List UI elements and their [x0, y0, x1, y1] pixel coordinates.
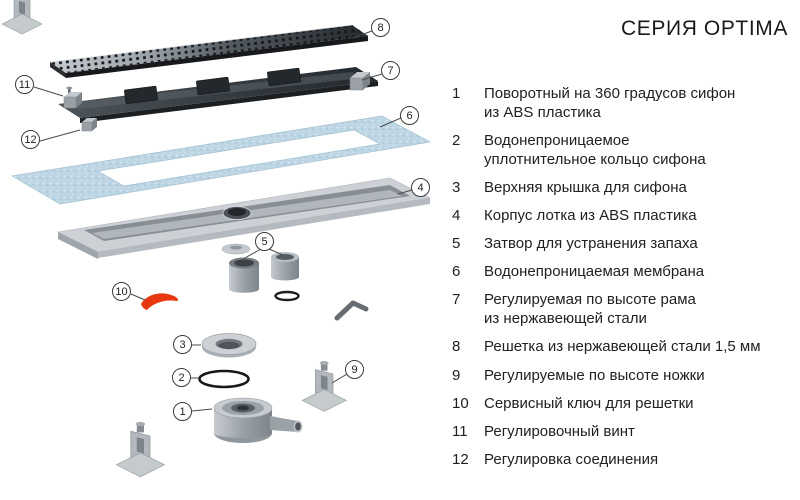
part-row: 9 Регулируемые по высоте ножки: [452, 366, 788, 385]
callout-10: 10: [112, 282, 131, 301]
siphon-cover-illustration: [201, 333, 257, 358]
part-label: Корпус лотка из ABS пластика: [484, 207, 697, 225]
callout-6: 6: [400, 106, 419, 125]
part-row: 3 Верхняя крышка для сифона: [452, 178, 788, 197]
callout-11: 11: [15, 75, 34, 94]
callout-4: 4: [411, 178, 430, 197]
part-row: 11 Регулировочный винт: [452, 422, 788, 441]
part-row: 7 Регулируемая по высоте рама из нержаве…: [452, 290, 788, 328]
sealing-ring-illustration: [198, 369, 250, 389]
part-label: Сервисный ключ для решетки: [484, 394, 694, 412]
part-number: 6: [452, 263, 461, 281]
hex-key-illustration: [334, 300, 369, 321]
callout-8: 8: [371, 18, 390, 37]
frame-illustration: [58, 67, 378, 132]
part-label: Поворотный на 360 градусов сифон из ABS …: [484, 85, 736, 122]
part-number: 12: [452, 450, 469, 468]
part-number: 1: [452, 85, 461, 102]
part-row: 4 Корпус лотка из ABS пластика: [452, 206, 788, 225]
part-label: Регулировка соединения: [484, 450, 659, 468]
part-number: 3: [452, 179, 461, 197]
callout-3: 3: [173, 335, 192, 354]
part-number: 5: [452, 235, 461, 253]
exploded-diagram: 8 7 11 12 6 4 5 10 3 2 9 1: [1, 0, 432, 478]
part-label: Водонепроницаемое уплотнительное кольцо …: [484, 132, 706, 169]
connection-adjuster-illustration: [81, 118, 97, 132]
membrane-illustration: [10, 115, 432, 205]
part-label: Водонепроницаемая мембрана: [484, 263, 705, 281]
adjusting-screw-illustration: [63, 86, 82, 109]
parts-panel: СЕРИЯ OPTIMA 1 Поворотный на 360 градусо…: [452, 16, 788, 478]
callout-2: 2: [172, 368, 191, 387]
callout-leader-lines: [33, 30, 413, 412]
exploded-view-svg: [1, 0, 432, 478]
part-row: 5 Затвор для устранения запаха: [452, 234, 788, 253]
part-label: Регулируемая по высоте рама из нержавеющ…: [484, 291, 696, 328]
odor-trap-illustration: [221, 243, 300, 302]
part-row: 10 Сервисный ключ для решетки: [452, 394, 788, 413]
callout-7: 7: [381, 61, 400, 80]
part-number: 11: [452, 422, 468, 440]
part-label: Решетка из нержавеющей стали 1,5 мм: [484, 338, 761, 356]
part-number: 9: [452, 366, 461, 384]
channel-body-illustration: [57, 177, 431, 259]
part-label: Верхняя крышка для сифона: [484, 179, 687, 197]
parts-list: 1 Поворотный на 360 градусов сифон из AB…: [452, 84, 788, 469]
grate-illustration: [49, 24, 368, 78]
part-number: 4: [452, 207, 461, 225]
adjustable-feet-illustration: [1, 0, 347, 478]
callout-9: 9: [345, 360, 364, 379]
part-row: 6 Водонепроницаемая мембрана: [452, 262, 788, 281]
siphon-body-illustration: [213, 397, 303, 443]
callout-12: 12: [21, 130, 40, 149]
part-label: Затвор для устранения запаха: [484, 235, 698, 253]
part-label: Регулировочный винт: [484, 422, 635, 440]
part-label: Регулируемые по высоте ножки: [484, 366, 705, 384]
series-title: СЕРИЯ OPTIMA: [621, 17, 788, 40]
part-number: 8: [452, 338, 461, 356]
part-number: 10: [452, 394, 469, 412]
frame-end-block: [349, 72, 370, 91]
part-row: 1 Поворотный на 360 градусов сифон из AB…: [452, 84, 788, 122]
callout-1: 1: [173, 402, 192, 421]
part-number: 2: [452, 132, 461, 150]
service-key-illustration: [141, 293, 178, 310]
part-row: 2 Водонепроницаемое уплотнительное кольц…: [452, 131, 788, 169]
part-row: 8 Решетка из нержавеющей стали 1,5 мм: [452, 337, 788, 356]
part-row: 12 Регулировка соединения: [452, 450, 788, 469]
callout-5: 5: [255, 232, 274, 251]
part-number: 7: [452, 291, 461, 309]
